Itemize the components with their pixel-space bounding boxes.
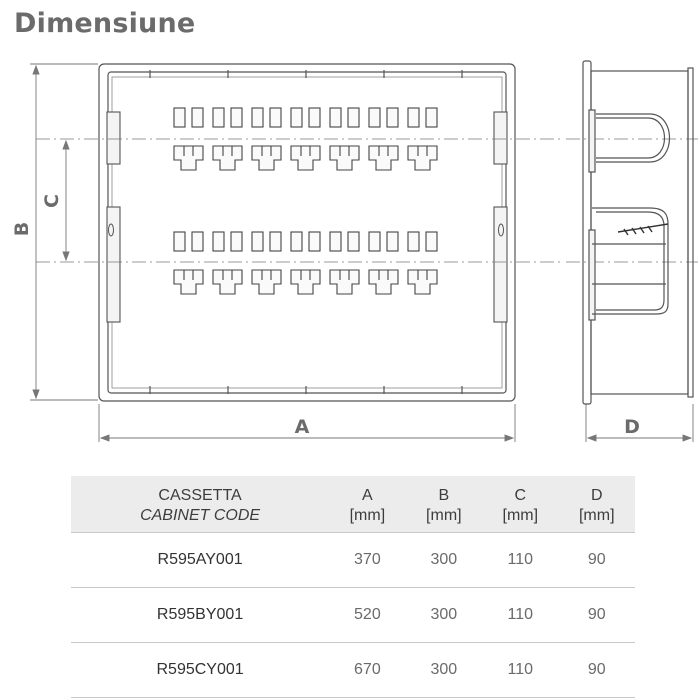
table-row: R595BY001 520 300 110 90 bbox=[71, 587, 635, 643]
cell-b: 300 bbox=[405, 587, 483, 643]
rail-hook bbox=[368, 145, 399, 171]
header-b: B[mm] bbox=[405, 476, 483, 533]
rail-clip bbox=[269, 107, 282, 128]
cell-code: R595BY001 bbox=[71, 587, 330, 643]
rail-clip bbox=[329, 107, 342, 128]
front-view-outer-frame bbox=[98, 63, 516, 402]
rail-hook-slot bbox=[300, 270, 311, 280]
rail-hook-slot bbox=[222, 270, 233, 280]
dim-label-b: B bbox=[11, 222, 33, 236]
rail-hook bbox=[290, 145, 321, 171]
technical-drawing: B C A D bbox=[11, 60, 698, 442]
rail-clip bbox=[290, 231, 303, 252]
rail-hook bbox=[173, 145, 204, 171]
rail-clip bbox=[230, 107, 243, 128]
rail-clip bbox=[425, 231, 438, 252]
dim-label-a: A bbox=[295, 416, 310, 438]
rail-clip bbox=[173, 107, 186, 128]
rail-clip bbox=[308, 231, 321, 252]
side-view-body bbox=[590, 70, 689, 395]
header-c: C[mm] bbox=[482, 476, 559, 533]
rail-clip bbox=[269, 231, 282, 252]
rail-clip bbox=[347, 231, 360, 252]
rail-hook bbox=[173, 269, 204, 295]
left-bracket-top bbox=[106, 111, 121, 165]
rail-hook bbox=[329, 269, 360, 295]
rail-hook-slot bbox=[378, 146, 389, 156]
cell-d: 90 bbox=[558, 532, 635, 588]
cell-c: 110 bbox=[482, 587, 559, 643]
cell-b: 300 bbox=[405, 642, 483, 698]
rail-hook-slot bbox=[378, 270, 389, 280]
rail-hook-slot bbox=[261, 270, 272, 280]
rail-hook bbox=[368, 269, 399, 295]
side-view-lower-rail bbox=[592, 207, 669, 315]
rail-clip bbox=[251, 107, 264, 128]
rail-hook-slot bbox=[339, 146, 350, 156]
rail-clip bbox=[407, 231, 420, 252]
cell-b: 300 bbox=[405, 532, 483, 588]
rail-clip bbox=[386, 231, 399, 252]
rail-clip bbox=[329, 231, 342, 252]
cell-d: 90 bbox=[558, 642, 635, 698]
rail-clip bbox=[251, 231, 264, 252]
rail-clip bbox=[230, 231, 243, 252]
table-row: R595AY001 370 300 110 90 bbox=[71, 532, 635, 588]
table-row: R595CY001 670 300 110 90 bbox=[71, 642, 635, 698]
rail-hook-slot bbox=[183, 146, 194, 156]
cell-c: 110 bbox=[482, 642, 559, 698]
rail-clip bbox=[347, 107, 360, 128]
rail-hook bbox=[407, 145, 438, 171]
rail-hook-slot bbox=[417, 146, 428, 156]
rail-hook-slot bbox=[261, 146, 272, 156]
right-bracket-top bbox=[493, 111, 508, 165]
left-bracket-bottom bbox=[106, 206, 121, 323]
cell-c: 110 bbox=[482, 532, 559, 588]
front-view-inner-frame bbox=[107, 71, 507, 394]
header-a: A[mm] bbox=[329, 476, 406, 533]
rail-clip bbox=[407, 107, 420, 128]
rail-clip bbox=[386, 107, 399, 128]
rail-hook bbox=[329, 145, 360, 171]
right-bracket-bottom bbox=[493, 206, 508, 323]
rail-hook bbox=[251, 145, 282, 171]
rail-hook bbox=[290, 269, 321, 295]
rail-hook bbox=[251, 269, 282, 295]
cell-a: 520 bbox=[329, 587, 406, 643]
cell-a: 370 bbox=[329, 532, 406, 588]
rail-clip bbox=[368, 231, 381, 252]
rail-clip bbox=[191, 107, 204, 128]
rail-hook bbox=[407, 269, 438, 295]
rail-hook bbox=[212, 269, 243, 295]
header-d: D[mm] bbox=[558, 476, 635, 533]
dim-label-c: C bbox=[41, 194, 63, 208]
rail-clip bbox=[173, 231, 186, 252]
rail-clip bbox=[290, 107, 303, 128]
rail-clip bbox=[425, 107, 438, 128]
rail-hook-slot bbox=[183, 270, 194, 280]
rail-clip bbox=[308, 107, 321, 128]
cell-d: 90 bbox=[558, 587, 635, 643]
rail-hook bbox=[212, 145, 243, 171]
side-view-upper-rail bbox=[596, 113, 671, 163]
rail-hook-slot bbox=[300, 146, 311, 156]
rail-clip bbox=[212, 231, 225, 252]
cell-code: R595AY001 bbox=[71, 532, 330, 588]
cell-a: 670 bbox=[329, 642, 406, 698]
cell-code: R595CY001 bbox=[71, 642, 330, 698]
dim-label-d: D bbox=[624, 416, 640, 438]
side-view-screw bbox=[617, 223, 669, 233]
rail-clip bbox=[191, 231, 204, 252]
page-title: Dimensiune bbox=[14, 8, 196, 39]
rail-hook-slot bbox=[222, 146, 233, 156]
rail-hook-slot bbox=[417, 270, 428, 280]
rail-clip bbox=[368, 107, 381, 128]
rail-hook-slot bbox=[339, 270, 350, 280]
rail-clip bbox=[212, 107, 225, 128]
